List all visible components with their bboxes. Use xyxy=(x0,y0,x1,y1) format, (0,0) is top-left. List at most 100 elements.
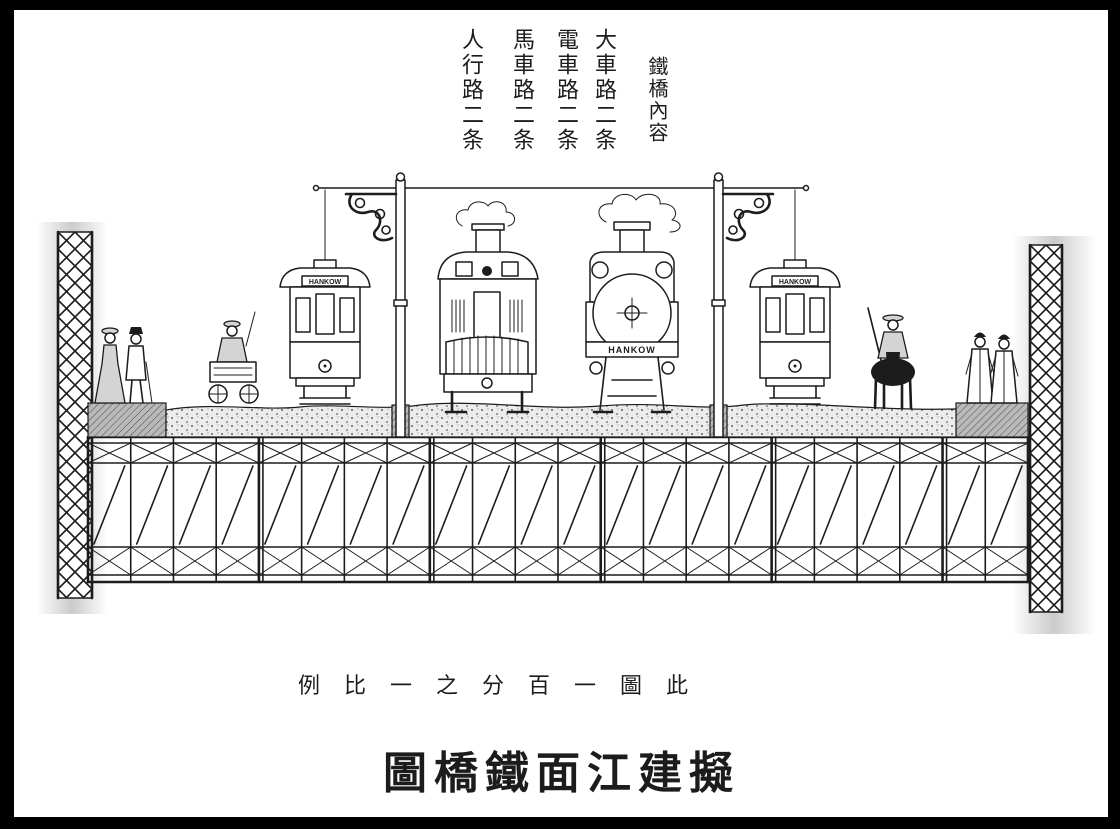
scale-note: 例比一之分百一圖此 xyxy=(298,674,713,699)
web-diagonal xyxy=(392,465,425,545)
bridge-contents-heading: 鐵橋內容 xyxy=(645,56,669,144)
lower-lattice-brace xyxy=(258,546,303,576)
upper-lattice-brace xyxy=(771,442,815,464)
web-diagonal xyxy=(947,465,981,545)
man-head xyxy=(974,336,986,348)
bridge-deck xyxy=(87,402,1029,438)
crossbar-end-right xyxy=(802,184,810,192)
web-diagonal xyxy=(990,465,1023,545)
web-diagonal xyxy=(563,465,596,545)
lower-lattice-brace xyxy=(899,546,944,576)
web-diagonal xyxy=(691,465,724,545)
bracket-ring xyxy=(728,225,738,235)
tower-brace xyxy=(1030,596,1047,612)
pole-left xyxy=(393,172,408,438)
bracket-scroll xyxy=(721,192,775,242)
man-cap xyxy=(998,334,1010,339)
roadway-note-carriage: 馬車路二条 xyxy=(509,28,534,153)
tower-lattice xyxy=(58,232,92,598)
rider-torso xyxy=(877,331,909,359)
tram-truck xyxy=(769,385,821,405)
tram-left: HANKOW xyxy=(279,189,371,405)
upper-lattice-brace xyxy=(172,442,217,464)
lower-lattice-brace xyxy=(984,546,1029,576)
horse-rider xyxy=(867,307,915,410)
lower-lattice-brace xyxy=(343,546,388,576)
rear-coupler xyxy=(481,377,493,389)
tower-brace xyxy=(58,401,92,437)
bracket-ring xyxy=(753,197,765,209)
chimney-cap xyxy=(471,223,505,231)
locomotive-smoke xyxy=(598,193,681,233)
carriage-rail xyxy=(213,367,253,376)
pole-collar xyxy=(711,299,726,307)
wheel-spokes xyxy=(208,384,259,404)
buffer-left xyxy=(589,361,603,375)
lower-lattice-brace xyxy=(172,546,217,576)
tower-brace xyxy=(1030,564,1062,598)
upper-lattice-brace xyxy=(642,442,687,464)
web-diagonal xyxy=(178,465,211,545)
web-diagonal xyxy=(905,465,938,545)
web-diagonal xyxy=(135,465,169,545)
gentleman-legs xyxy=(129,379,144,404)
upper-lattice-brace xyxy=(899,442,944,464)
lower-lattice-brace xyxy=(942,546,986,576)
bracket-scroll xyxy=(344,192,398,242)
web-diagonal xyxy=(734,465,767,545)
tower-brace xyxy=(1030,276,1062,310)
web-diagonal xyxy=(93,465,126,545)
gentleman-head xyxy=(130,333,142,345)
lower-lattice-brace xyxy=(685,546,730,576)
tram-sign-board xyxy=(771,275,819,287)
tram-right: HANKOW xyxy=(749,189,841,405)
driver-head xyxy=(226,325,238,337)
tram-sign-text: HANKOW xyxy=(779,279,812,286)
lower-lattice-brace xyxy=(856,546,901,576)
tower-brace xyxy=(1030,516,1062,550)
pole-finial xyxy=(713,172,724,182)
upper-lattice-brace xyxy=(301,442,345,464)
tower-brace xyxy=(1030,292,1062,326)
carriage-box xyxy=(209,361,257,383)
tower-brace xyxy=(58,232,77,250)
upper-lattice-brace xyxy=(984,442,1029,464)
driver-body xyxy=(216,337,248,363)
tram-truck xyxy=(299,385,351,405)
tower-brace xyxy=(1030,245,1062,278)
tower-brace xyxy=(1030,452,1062,486)
roadway-note-cart: 大車路二条 xyxy=(591,28,616,153)
tram-window xyxy=(295,297,311,333)
tower-brace xyxy=(58,316,92,352)
pedestrians-right xyxy=(965,332,1019,404)
tower-frame xyxy=(1029,244,1063,613)
tower-brace xyxy=(1030,468,1062,502)
pole-shaft xyxy=(713,179,724,438)
tower-brace xyxy=(1030,340,1062,374)
roadway-note-pedestrian: 人行路二条 xyxy=(458,28,483,153)
lower-lattice-brace xyxy=(301,546,345,576)
tower-brace xyxy=(1030,484,1062,518)
tower-brace xyxy=(58,486,92,522)
lower-lattice-brace xyxy=(130,546,174,576)
upper-lattice-brace xyxy=(343,442,388,464)
headlamp-center xyxy=(793,364,797,368)
tower-brace xyxy=(1030,580,1062,612)
tower-brace xyxy=(58,282,92,318)
tram-sign-text: HANKOW xyxy=(309,279,342,286)
upper-lattice-brace xyxy=(685,442,730,464)
tower-brace xyxy=(58,452,92,488)
tower-brace xyxy=(58,248,92,284)
tower-brace xyxy=(58,333,92,369)
web-diagonal xyxy=(221,465,254,545)
web-diagonal xyxy=(306,465,340,545)
headlamp-center xyxy=(323,364,327,368)
tower-brace xyxy=(58,367,92,403)
rider-head xyxy=(887,319,899,331)
upper-lattice-brace xyxy=(557,442,602,464)
bracket-ring xyxy=(354,197,366,209)
buffer-right xyxy=(661,361,675,375)
upper-lattice-brace xyxy=(514,442,559,464)
bracket-ring xyxy=(733,208,745,220)
